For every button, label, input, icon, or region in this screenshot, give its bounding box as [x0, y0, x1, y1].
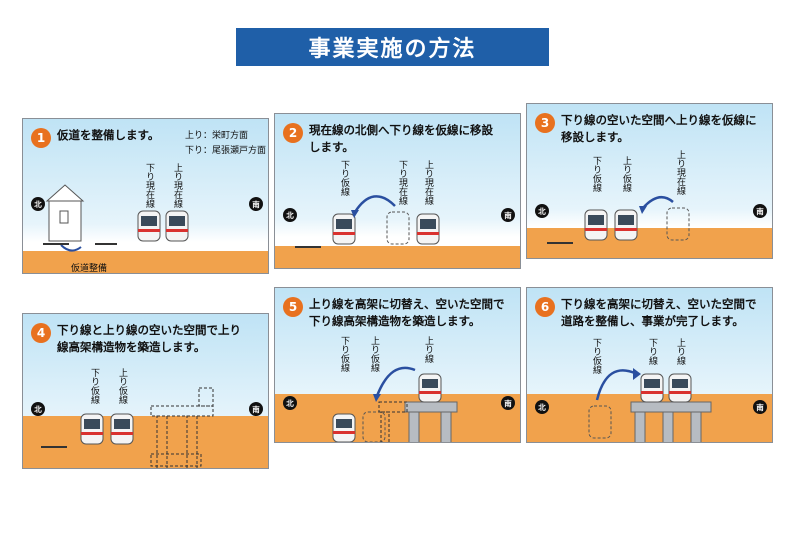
train-icon [418, 373, 442, 403]
train-outline [362, 411, 386, 442]
ground [23, 416, 268, 468]
step-3-panel: 3 下り線の空いた空間へ上り線を仮線に移設します。 北 南 下り仮線 上り仮線 … [526, 103, 773, 259]
track-label: 下り仮線 [339, 336, 349, 372]
track-label: 下り線 [647, 338, 657, 365]
south-marker: 南 [249, 402, 263, 416]
train-outline [666, 207, 690, 241]
south-marker: 南 [249, 197, 263, 211]
train-icon [332, 413, 356, 442]
south-marker: 南 [501, 208, 515, 222]
north-marker: 北 [31, 402, 45, 416]
train-icon [137, 210, 161, 242]
train-icon [614, 209, 638, 241]
train-icon [584, 209, 608, 241]
track-label: 上り現在線 [172, 163, 182, 208]
step-5-drawing [332, 366, 458, 442]
ground [275, 394, 520, 442]
train-icon [110, 413, 134, 445]
step-3-drawing [547, 195, 690, 244]
viaduct-outline [150, 387, 214, 468]
train-icon [80, 413, 104, 445]
track-label: 上り仮線 [621, 156, 631, 192]
step-number: 1 [31, 128, 51, 148]
page-title: 事業実施の方法 [236, 28, 549, 66]
arrow-icon [642, 195, 674, 209]
step-2-panel: 2 現在線の北側へ下り線を仮線に移設します。 北 南 下り仮線 下り現在線 上り… [274, 113, 521, 269]
track-label: 下り仮線 [89, 368, 99, 404]
step-number: 6 [535, 297, 555, 317]
step-4-drawing [41, 387, 214, 468]
step-1-drawing [43, 184, 189, 252]
step-caption: 下り線を高架に切替え、空いた空間で道路を整備し、事業が完了します。 [561, 297, 757, 328]
train-outline [588, 405, 612, 439]
step-5-panel: 5 上り線を高架に切替え、空いた空間で下り線高架構造物を築造します。 北 南 下… [274, 287, 521, 443]
step-caption: 下り線と上り線の空いた空間で上り線高架構造物を築造します。 [57, 323, 241, 354]
track-label: 下り現在線 [397, 160, 407, 205]
track-label: 上り仮線 [117, 368, 127, 404]
track-label: 下り仮線 [339, 160, 349, 196]
north-marker: 北 [535, 204, 549, 218]
step-6-drawing [588, 368, 712, 442]
train-icon [332, 213, 356, 245]
ground [23, 251, 268, 273]
north-marker: 北 [31, 197, 45, 211]
track-label: 上り現在線 [423, 160, 433, 205]
step-number: 4 [31, 323, 51, 343]
viaduct [630, 401, 712, 442]
south-marker: 南 [501, 396, 515, 410]
north-marker: 北 [283, 208, 297, 222]
train-icon [165, 210, 189, 242]
step-caption: 現在線の北側へ下り線を仮線に移設します。 [309, 123, 493, 154]
south-marker: 南 [753, 400, 767, 414]
step-number: 3 [535, 113, 555, 133]
step-1-panel: 1 仮道を整備します。 上り：栄町方面下り：尾張瀬戸方面 北 南 下り現在線 上… [22, 118, 269, 274]
arrow-icon [353, 195, 396, 213]
viaduct [404, 401, 458, 442]
step-caption: 仮道を整備します。 [57, 128, 160, 142]
train-outline [386, 211, 410, 245]
north-marker: 北 [535, 400, 549, 414]
direction-legend: 上り：栄町方面下り：尾張瀬戸方面 [185, 131, 267, 156]
step-4-panel: 4 下り線と上り線の空いた空間で上り線高架構造物を築造します。 北 南 下り仮線… [22, 313, 269, 469]
track-label: 下り現在線 [144, 163, 154, 208]
track-label: 下り仮線 [591, 338, 601, 374]
house-icon [45, 184, 85, 242]
ground [275, 246, 520, 268]
track-label: 上り仮線 [369, 336, 379, 372]
track-label: 上り現在線 [675, 150, 685, 195]
train-icon [640, 373, 664, 403]
step-6-panel: 6 下り線を高架に切替え、空いた空間で道路を整備し、事業が完了します。 北 南 … [526, 287, 773, 443]
viaduct-outline [378, 401, 408, 442]
step-caption: 上り線を高架に切替え、空いた空間で下り線高架構造物を築造します。 [309, 297, 505, 328]
north-marker: 北 [283, 396, 297, 410]
train-icon [668, 373, 692, 403]
track-label: 下り仮線 [591, 156, 601, 192]
arrow-icon [595, 369, 638, 401]
south-marker: 南 [753, 204, 767, 218]
step-number: 2 [283, 123, 303, 143]
arrow-icon [375, 366, 416, 397]
arrow-icon [60, 244, 82, 252]
step-caption: 下り線の空いた空間へ上り線を仮線に移設します。 [561, 113, 757, 144]
step-2-drawing [295, 195, 440, 248]
train-icon [416, 213, 440, 245]
track-label: 上り線 [423, 336, 433, 363]
step-number: 5 [283, 297, 303, 317]
road-note: 仮道整備 [71, 264, 108, 274]
track-label: 上り線 [675, 338, 685, 365]
